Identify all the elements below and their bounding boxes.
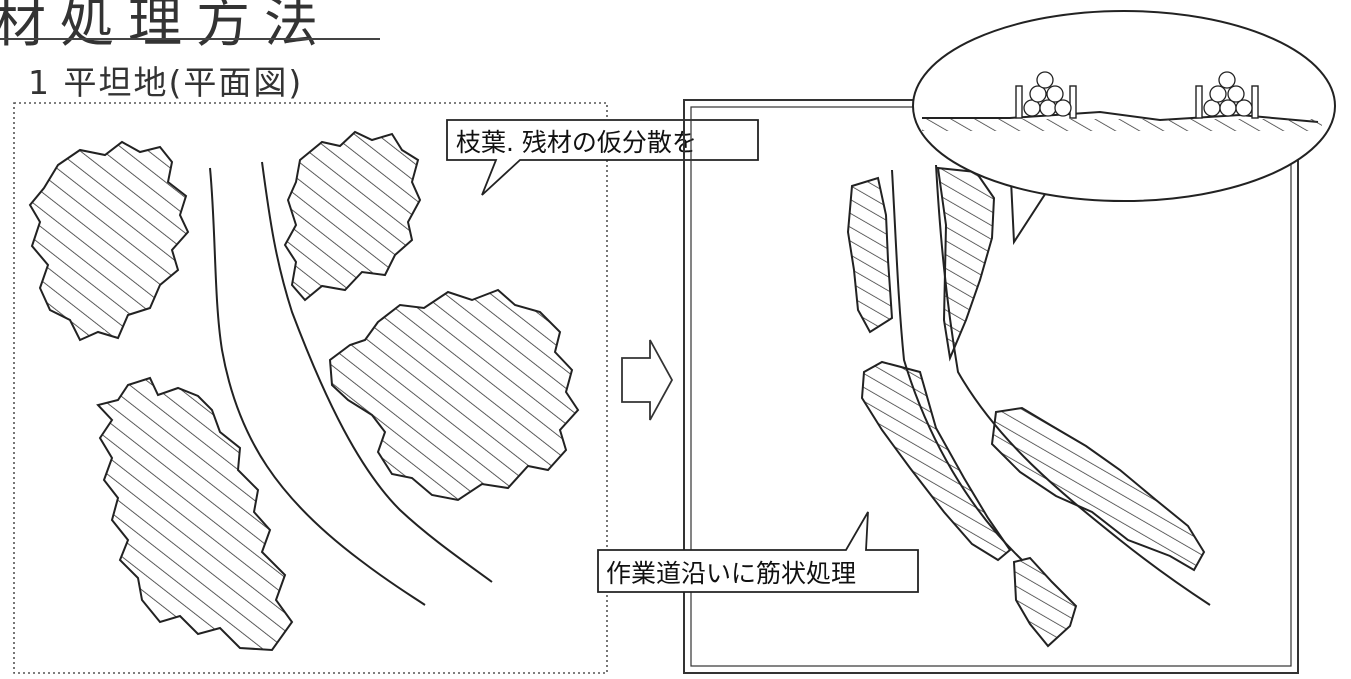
before-panel: 枝葉. 残材の仮分散を bbox=[13, 102, 759, 674]
inset-soil-hatch bbox=[922, 119, 1322, 131]
strip-pile-bottom-small bbox=[1012, 556, 1078, 648]
inset-pile-right bbox=[1195, 71, 1259, 119]
cross-section-inset bbox=[912, 10, 1336, 246]
slash-pile-top-left bbox=[28, 140, 190, 342]
transition-arrow bbox=[621, 339, 674, 421]
after-panel: 作業道沿いに筋状処理 bbox=[597, 99, 1299, 674]
work-road-edge-right-after bbox=[935, 164, 1211, 606]
strip-pile-right-lower bbox=[990, 406, 1206, 572]
strip-pile-center-upper bbox=[936, 166, 996, 362]
callout-after-text: 作業道沿いに筋状処理 bbox=[606, 559, 856, 588]
work-road-edge-left bbox=[209, 167, 426, 606]
callout-before-text: 枝葉. 残材の仮分散を bbox=[456, 128, 697, 157]
strip-pile-left-lower bbox=[860, 360, 1012, 562]
slash-pile-right bbox=[328, 288, 580, 502]
inset-ellipse bbox=[912, 10, 1336, 202]
subtitle: 1 平坦地(平面図) bbox=[28, 63, 304, 102]
work-road-edge-right bbox=[261, 161, 493, 583]
callout-after-bubble bbox=[597, 511, 919, 593]
callout-before-bubble bbox=[446, 119, 759, 196]
strip-pile-left-upper bbox=[846, 176, 894, 334]
heading-underline bbox=[0, 38, 380, 40]
before-panel-frame bbox=[13, 102, 608, 674]
inset-pile-left bbox=[1015, 71, 1077, 119]
slash-pile-top-center bbox=[283, 130, 422, 302]
slash-pile-bottom-left bbox=[96, 376, 294, 652]
work-road-edge-left-after bbox=[891, 169, 1023, 561]
page-heading: 材処理方法 bbox=[0, 0, 332, 54]
